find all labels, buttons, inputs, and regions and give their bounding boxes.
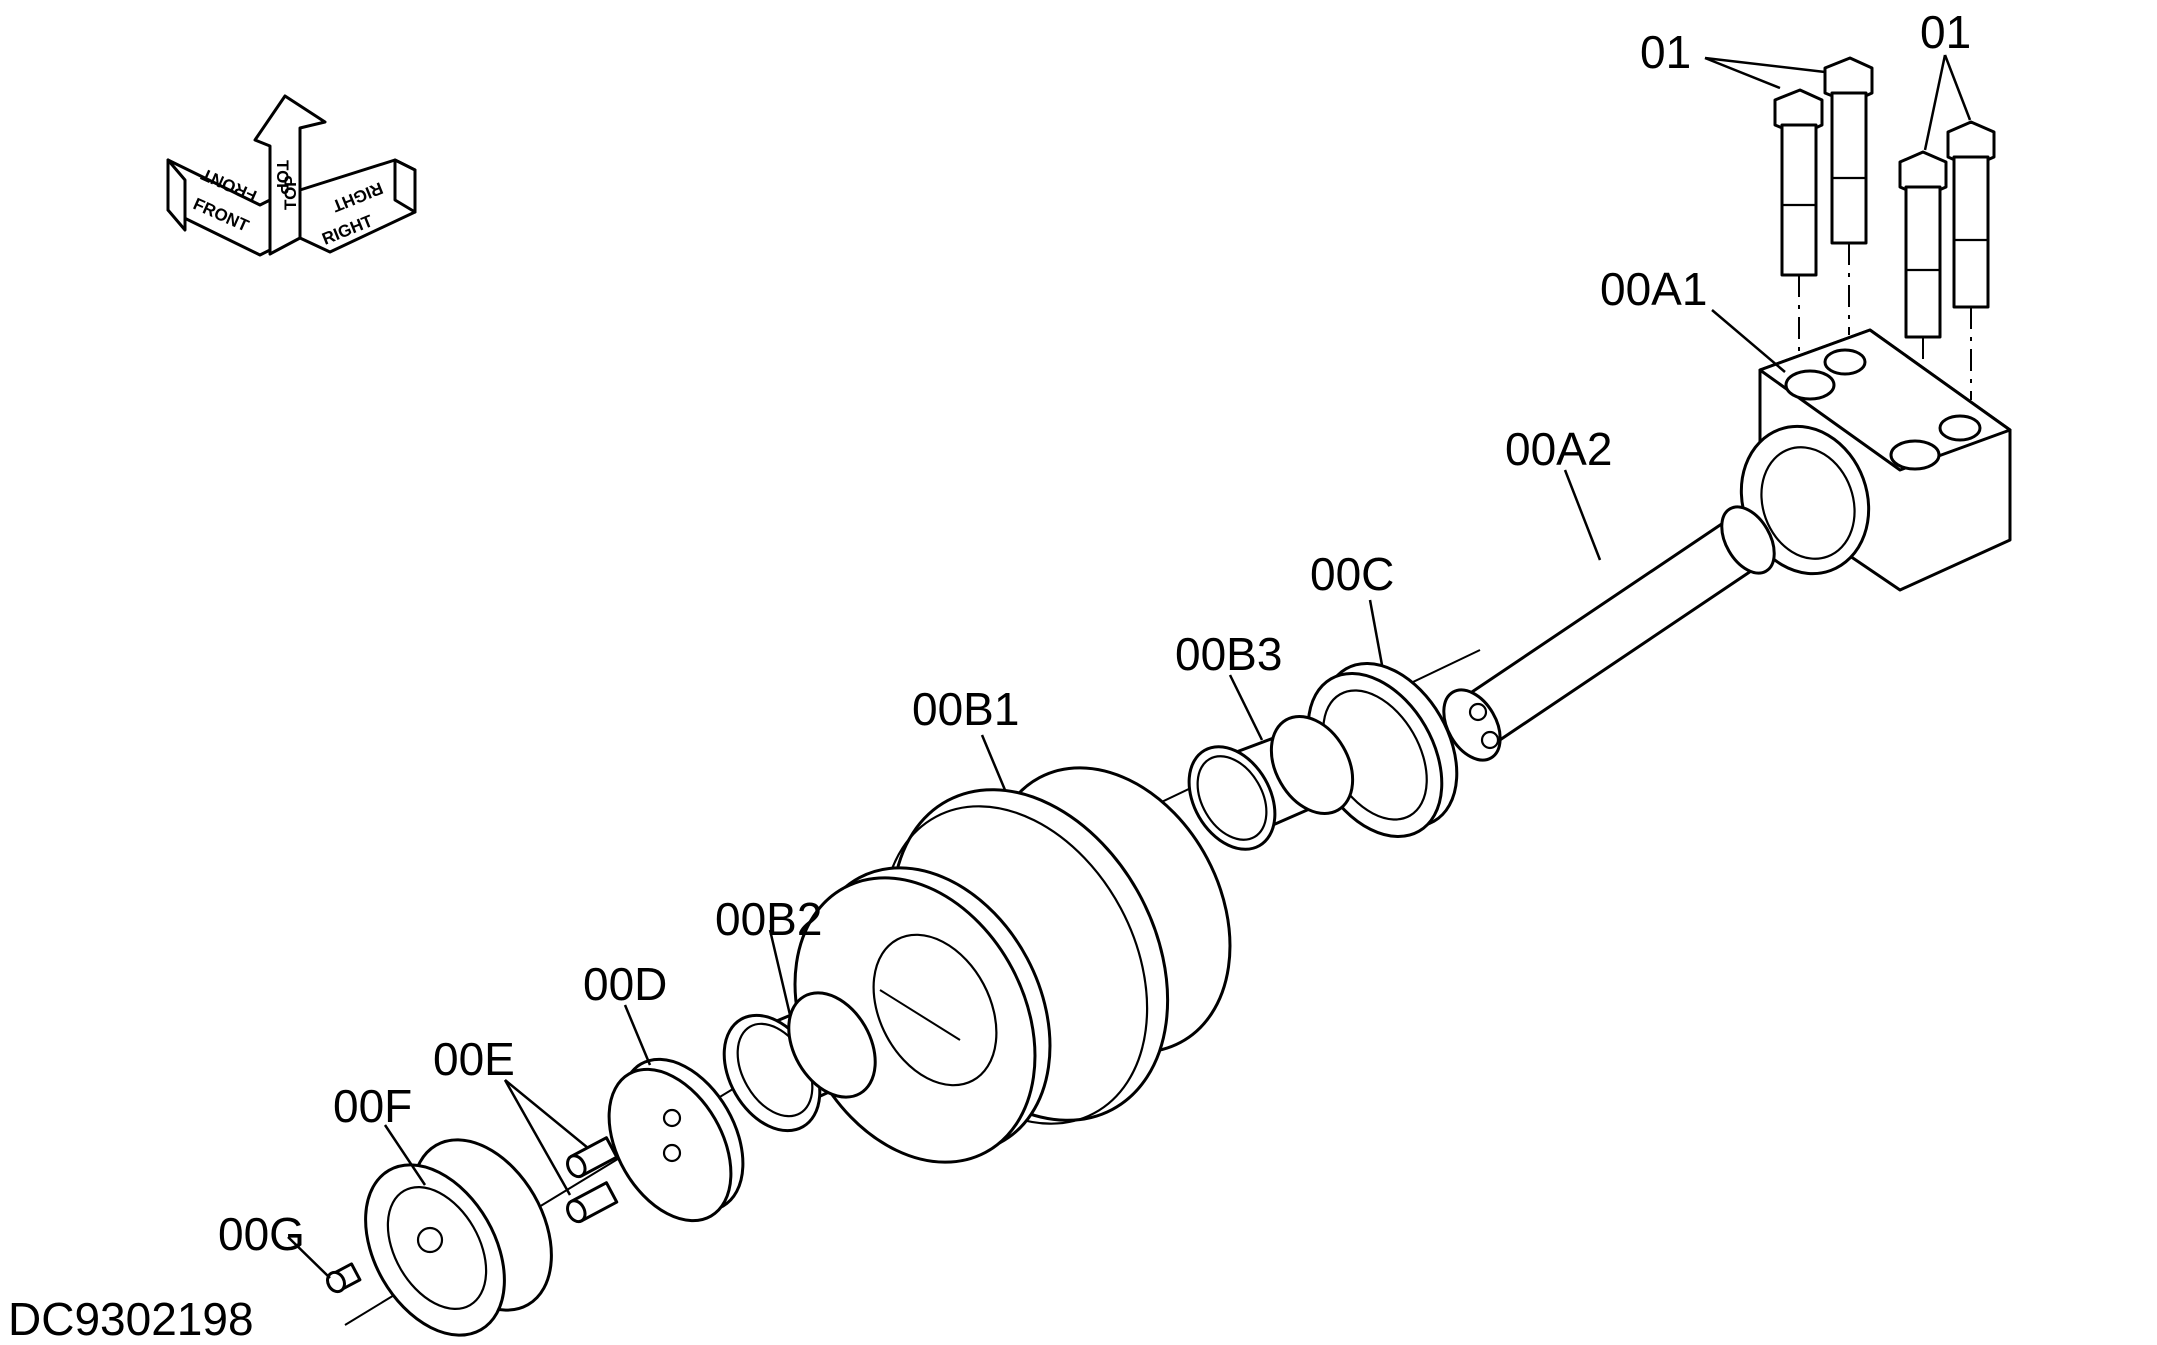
plate-00D — [607, 1057, 745, 1223]
label-00B3: 00B3 — [1175, 628, 1282, 680]
label-00B1: 00B1 — [912, 683, 1019, 735]
label-00B2: 00B2 — [715, 893, 822, 945]
screws-00E — [566, 1136, 619, 1224]
bolt-1 — [1773, 88, 1824, 360]
label-00G: 00G — [218, 1208, 305, 1260]
drawing-id: DC9302198 — [8, 1293, 254, 1345]
part-labels: 01 01 00A1 00A2 00C 00B3 00B1 00B2 00D 0… — [218, 6, 1971, 1260]
plug-00G — [326, 1262, 362, 1294]
label-00F: 00F — [333, 1080, 412, 1132]
top-label-mirrored: TOP — [281, 175, 300, 210]
label-01-left: 01 — [1640, 26, 1691, 78]
bushing-00B3 — [1187, 715, 1355, 851]
bolt-2 — [1823, 56, 1874, 335]
bushing-00B2 — [722, 991, 877, 1133]
cover-00F — [364, 1138, 553, 1337]
label-00A2: 00A2 — [1505, 423, 1612, 475]
top-label: TOP — [273, 160, 292, 195]
label-00D: 00D — [583, 958, 667, 1010]
bolt-3 — [1898, 150, 1948, 420]
bracket-00A1 — [1739, 328, 2012, 592]
label-01-right: 01 — [1920, 6, 1971, 58]
shaft-00A2 — [1442, 505, 1776, 762]
label-00E: 00E — [433, 1033, 515, 1085]
bolt-4 — [1946, 120, 1996, 400]
label-00A1: 00A1 — [1600, 263, 1707, 315]
orientation-indicator: FRONT FRONT TOP TOP RIGHT RIGHT — [166, 94, 417, 257]
leader-lines — [287, 54, 1972, 1279]
label-00C: 00C — [1310, 548, 1394, 600]
